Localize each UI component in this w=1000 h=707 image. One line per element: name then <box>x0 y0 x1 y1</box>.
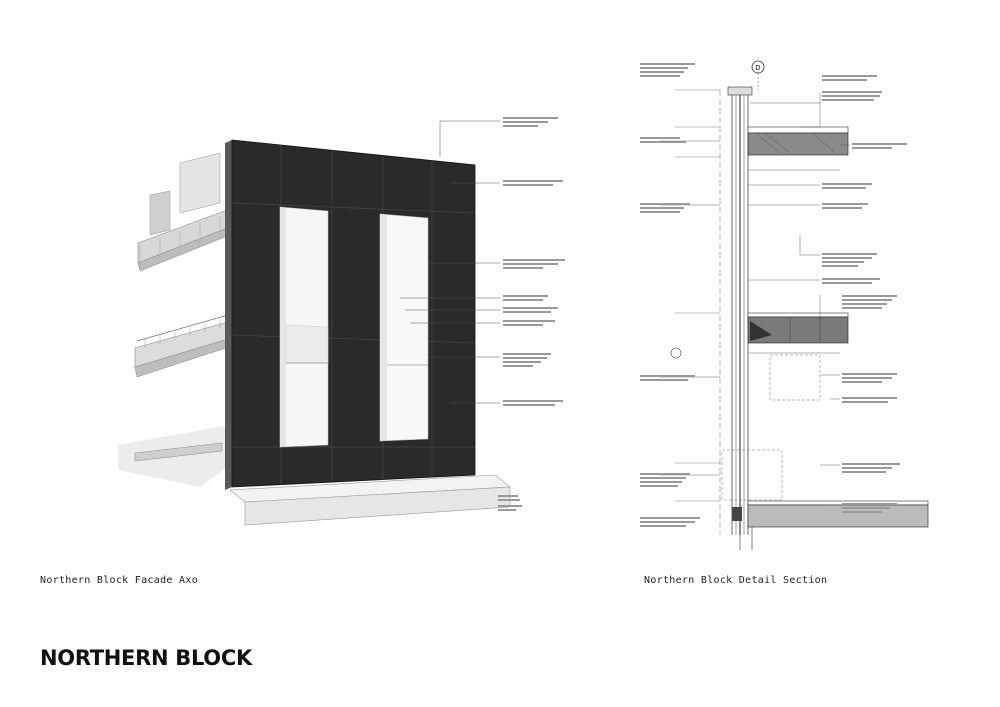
lower-floor-slab <box>134 312 236 378</box>
level-markers <box>675 89 720 502</box>
dark-facade-panel <box>231 139 476 488</box>
parapet <box>727 86 753 96</box>
section-annotation-notes <box>640 63 907 527</box>
axo-annotation-notes <box>498 117 565 511</box>
wall-assembly <box>719 90 749 535</box>
ground-slab <box>732 500 929 550</box>
sheet-title: NORTHERN BLOCK <box>40 646 252 670</box>
mid-floor-slab <box>747 312 849 344</box>
plinth <box>229 474 511 526</box>
axo-annotation-leaders <box>400 120 500 404</box>
detail-callout-boxes <box>721 354 821 501</box>
upper-floor-slab <box>137 152 236 272</box>
section-marker-label: D <box>755 64 760 72</box>
ceiling-lines <box>748 169 840 354</box>
facade-axo-drawing <box>118 117 565 526</box>
roof-slab <box>747 126 849 156</box>
window-right <box>379 213 429 442</box>
section-figure-caption: Northern Block Detail Section <box>644 575 828 586</box>
window-left <box>279 206 329 448</box>
axo-figure-caption: Northern Block Facade Axo <box>40 575 199 586</box>
detail-section-drawing: D <box>640 60 929 550</box>
section-marker: D <box>751 60 765 90</box>
ground-railing <box>134 442 223 462</box>
callout-circle <box>670 347 682 359</box>
facade-side-face <box>225 140 232 490</box>
